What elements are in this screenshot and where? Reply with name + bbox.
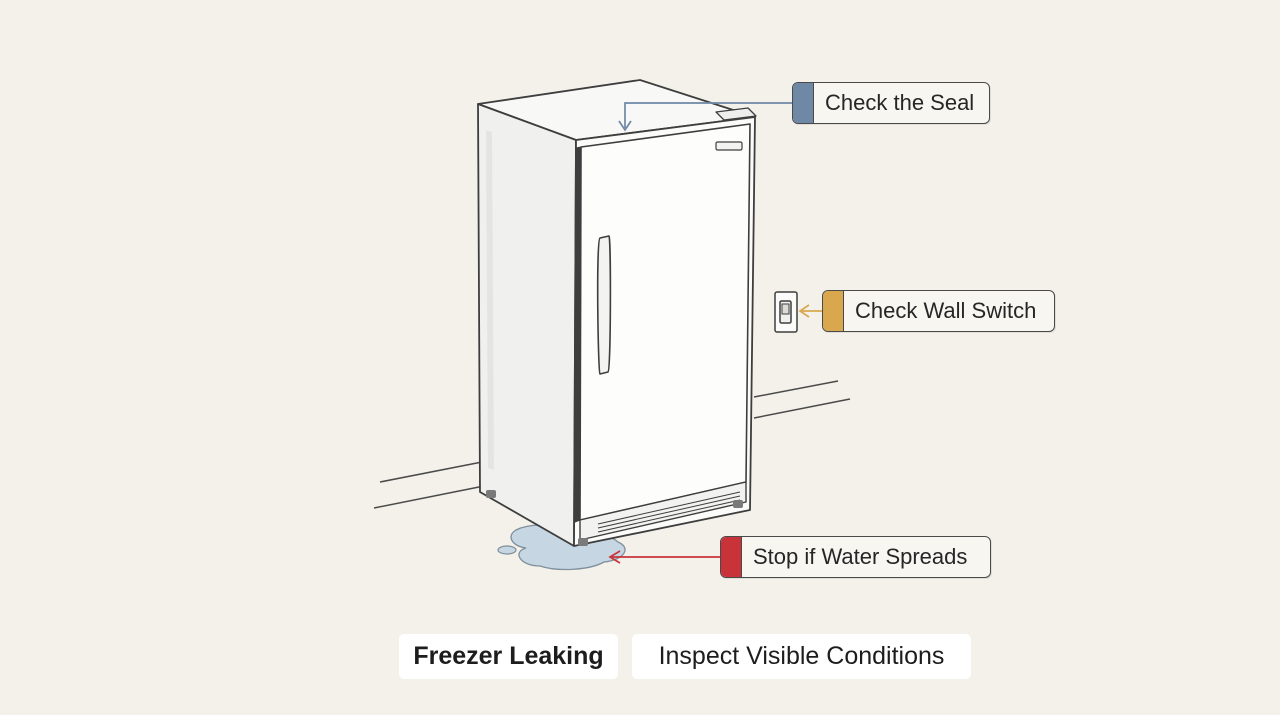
callout-switch-label: Check Wall Switch bbox=[855, 298, 1037, 323]
caption-title: Freezer Leaking bbox=[399, 634, 618, 679]
wall-switch bbox=[774, 291, 798, 333]
callout-water-label: Stop if Water Spreads bbox=[753, 544, 968, 569]
callout-seal-tab bbox=[793, 83, 814, 123]
seal-arrow bbox=[618, 102, 793, 132]
callout-water-tab bbox=[721, 537, 742, 577]
callout-check-wall-switch: Check Wall Switch bbox=[822, 290, 1055, 332]
callout-check-seal: Check the Seal bbox=[792, 82, 990, 124]
freezer bbox=[477, 79, 757, 547]
callout-water-spreads: Stop if Water Spreads bbox=[720, 536, 991, 578]
switch-arrow bbox=[798, 304, 824, 318]
water-arrow bbox=[608, 550, 722, 564]
callout-seal-label: Check the Seal bbox=[825, 90, 975, 115]
caption-subtitle: Inspect Visible Conditions bbox=[632, 634, 971, 679]
callout-switch-tab bbox=[823, 291, 844, 331]
baseboard bbox=[373, 380, 851, 509]
